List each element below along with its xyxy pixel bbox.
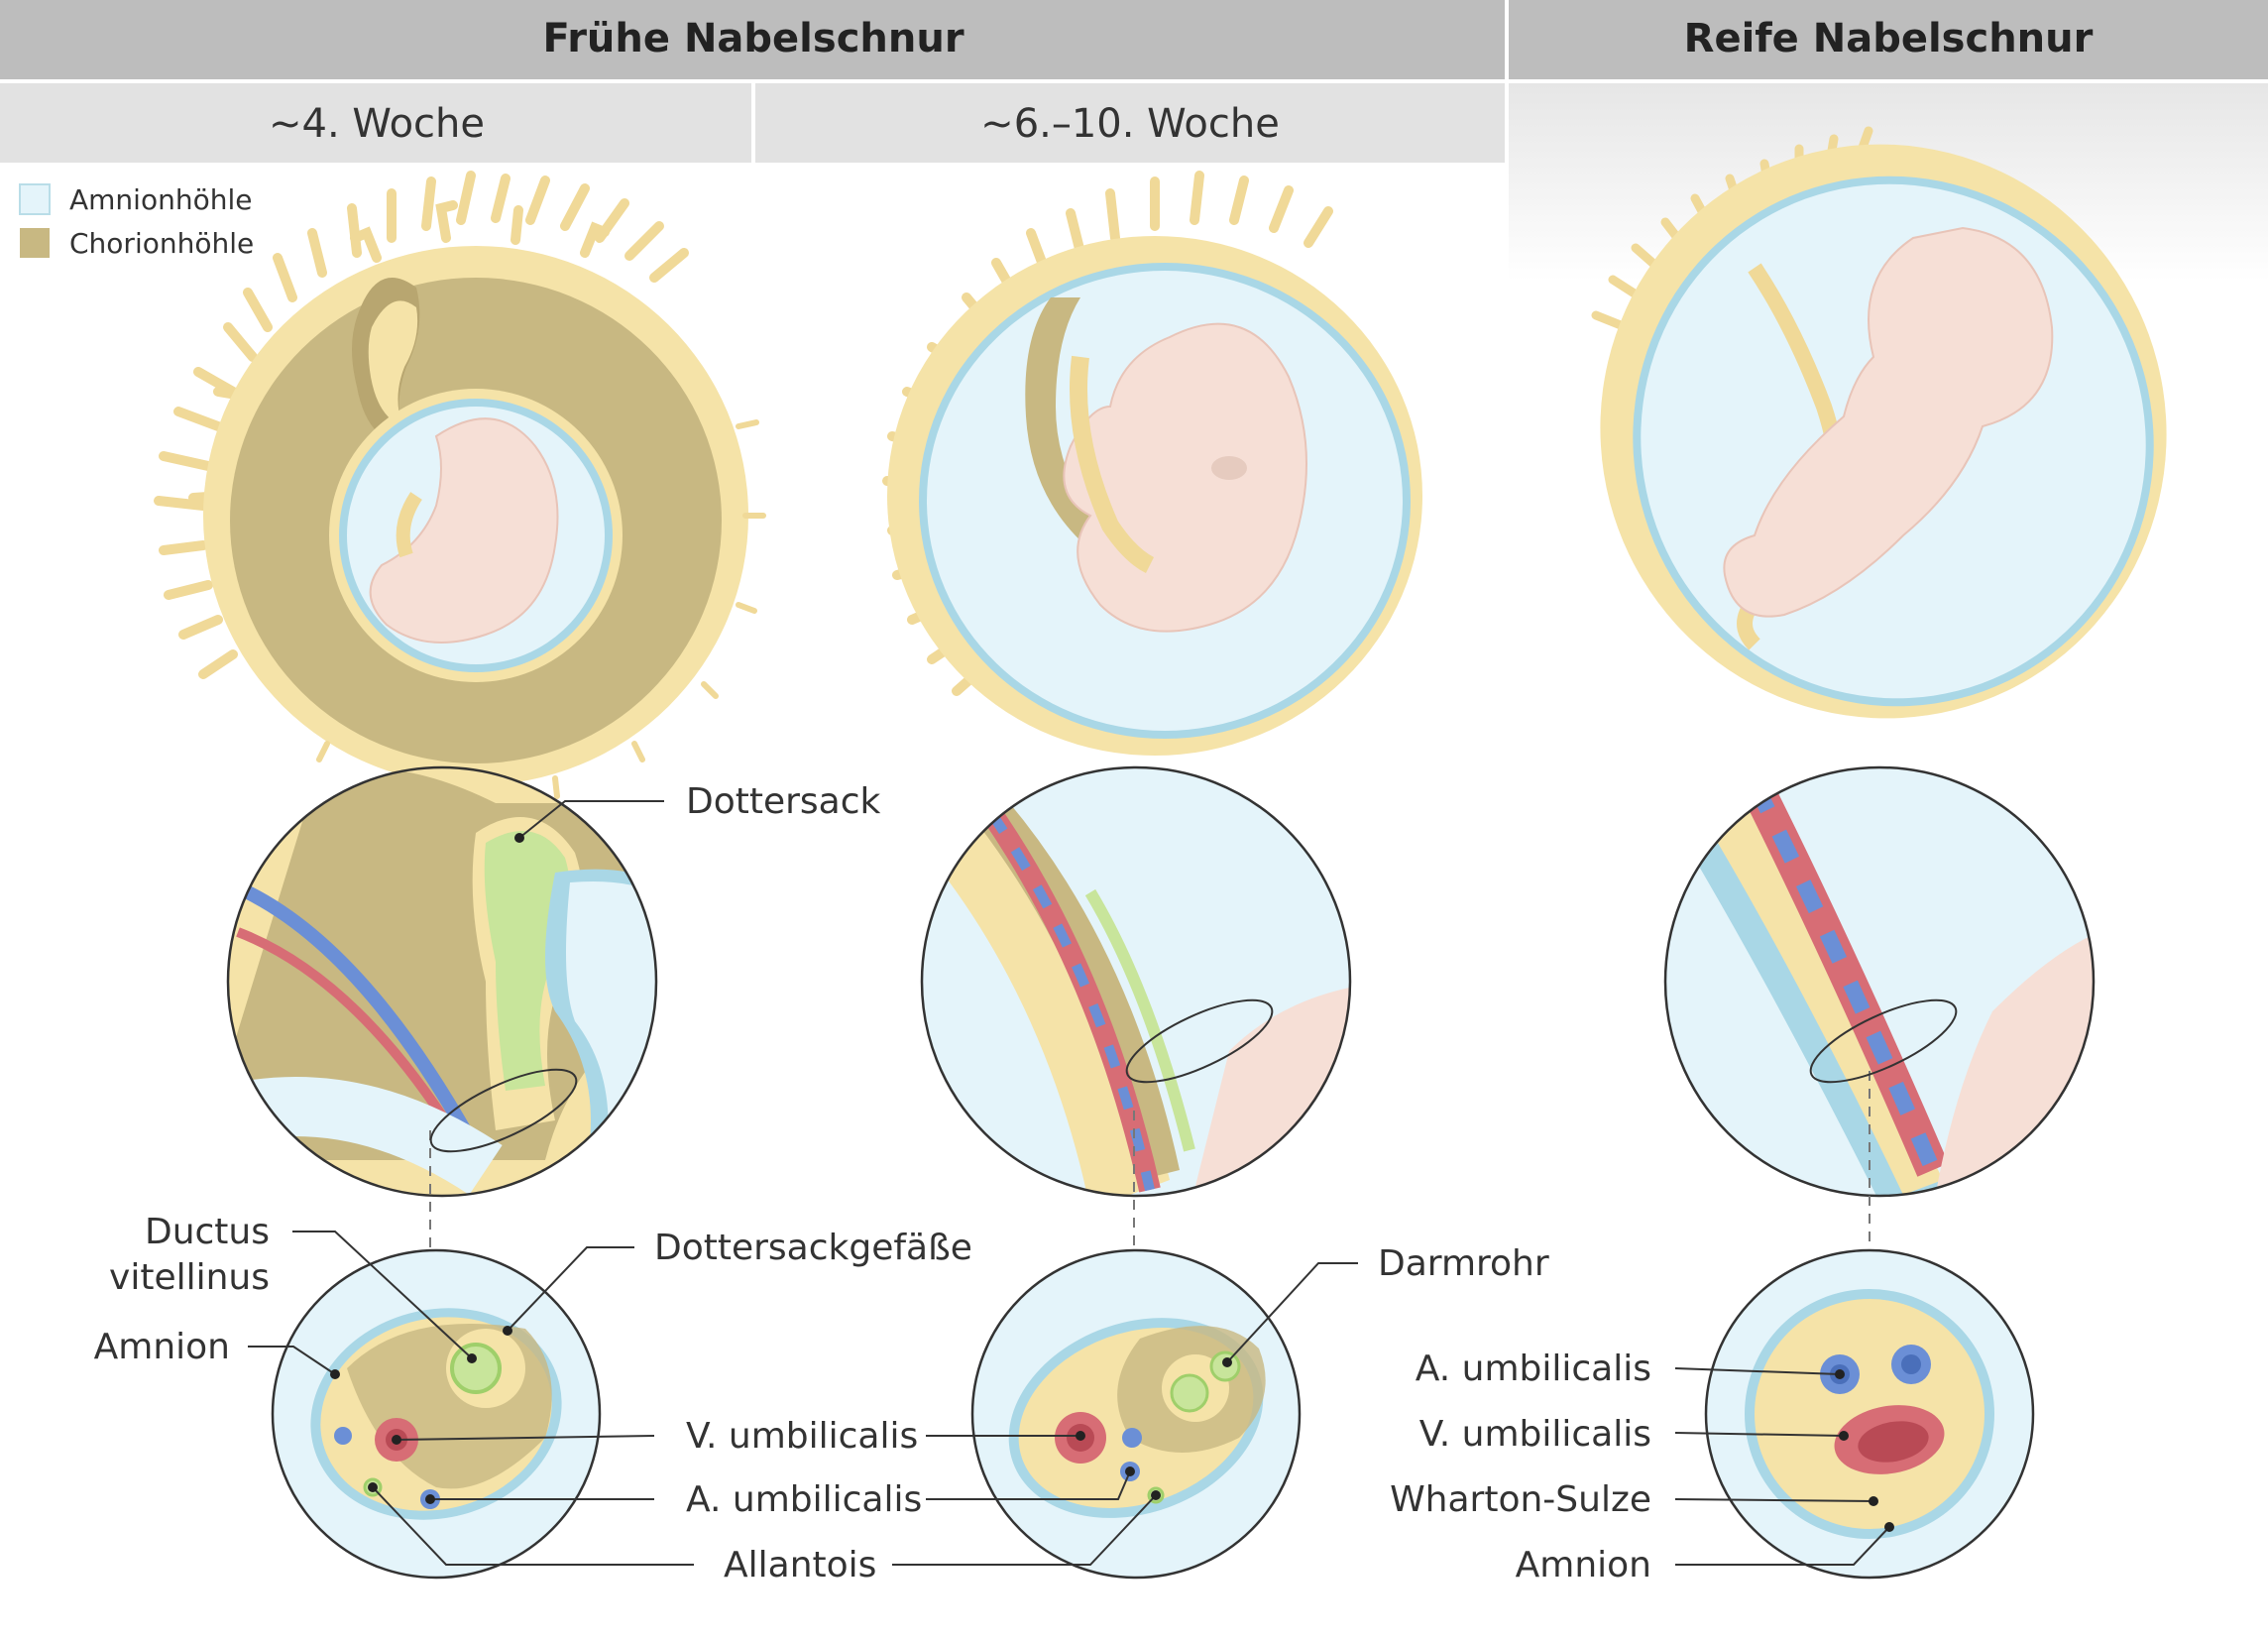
- chorion-remnant-2: [1025, 297, 1105, 545]
- label-dottersack: Dottersack: [686, 781, 881, 822]
- embryo-eye-week6: [1211, 456, 1247, 480]
- legend-chorion-label: Chorionhöhle: [69, 227, 254, 260]
- label-darmrohr: Darmrohr: [1378, 1243, 1549, 1284]
- cord-stalk-week4: [396, 492, 422, 558]
- legend: Amnionhöhle Chorionhöhle: [19, 183, 254, 260]
- fetus-mature: [1723, 226, 2054, 618]
- label-a-umbilicalis-mid: A. umbilicalis: [686, 1479, 922, 1520]
- leader-lines: [248, 800, 1890, 1566]
- magnified-circle-2: [920, 765, 1352, 1198]
- header-week6-bg: [755, 83, 1505, 163]
- cross-section-1: [271, 1248, 602, 1580]
- label-amnion-right: Amnion: [1516, 1545, 1651, 1585]
- stage-week6-illustration: [882, 171, 1422, 756]
- legend-chorion-swatch: [20, 228, 50, 258]
- cross-section-2: [970, 1248, 1302, 1580]
- labels: Dottersack Ductus vitellinus Dottersackg…: [94, 781, 1651, 1585]
- header-week4: ~4. Woche: [269, 101, 485, 147]
- dashed-connectors: [429, 1071, 1871, 1251]
- label-allantois: Allantois: [724, 1545, 876, 1585]
- header-early-title: Frühe Nabelschnur: [542, 16, 964, 61]
- embryo-week4: [369, 417, 559, 644]
- header-mature-bg: [1509, 0, 2268, 79]
- chorion-villi: [154, 171, 689, 679]
- cord-week6: [1070, 355, 1155, 574]
- label-v-umbilicalis-mid: V. umbilicalis: [686, 1416, 918, 1457]
- legend-amnion-swatch: [19, 183, 51, 215]
- yolk-sac: [368, 300, 418, 426]
- label-dottersackgefaesse: Dottersackgefäße: [654, 1228, 972, 1268]
- stage-week4-illustration: [154, 171, 766, 806]
- header-mature-title: Reife Nabelschnur: [1684, 16, 2094, 61]
- label-wharton-sulze: Wharton-Sulze: [1390, 1479, 1651, 1520]
- label-v-umbilicalis-right: V. umbilicalis: [1419, 1414, 1651, 1455]
- magnified-circle-1: [226, 765, 658, 1198]
- label-ductus-1: Ductus: [145, 1212, 270, 1252]
- legend-amnion-label: Amnionhöhle: [69, 183, 252, 216]
- cross-section-3: [1704, 1248, 2035, 1580]
- header-week6-10: ~6.–10. Woche: [980, 101, 1280, 147]
- magnified-circle-3: [1663, 765, 2096, 1198]
- header-early-bg: [0, 0, 1505, 79]
- leader-dots: [330, 833, 1894, 1532]
- header-week4-bg: [0, 83, 751, 163]
- label-amnion-left: Amnion: [94, 1327, 230, 1367]
- cut-rings: [429, 998, 1958, 1153]
- label-a-umbilicalis-right: A. umbilicalis: [1416, 1349, 1651, 1389]
- stage-mature-illustration: [1591, 126, 2167, 719]
- label-ductus-2: vitellinus: [109, 1257, 270, 1298]
